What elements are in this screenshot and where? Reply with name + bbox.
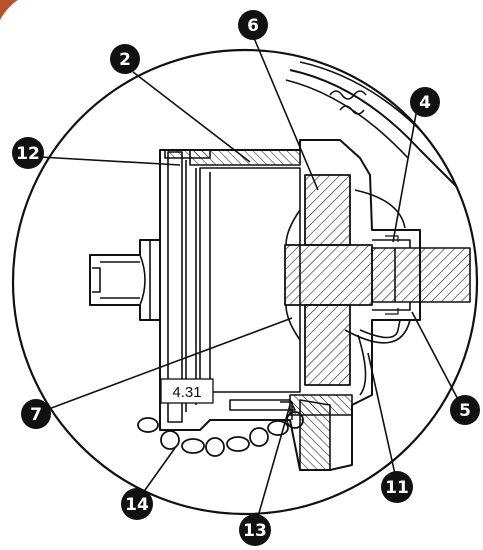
callout-7-label: 7 (30, 405, 42, 425)
callout-13-label: 13 (243, 521, 267, 541)
assembly-drawing (89, 61, 471, 471)
callout-14: 14 (121, 488, 153, 520)
callout-11: 11 (381, 471, 413, 503)
callout-2: 2 (110, 44, 140, 74)
callout-6: 6 (238, 10, 268, 40)
chain (137, 411, 304, 457)
leader-lines (39, 37, 463, 521)
callout-5: 5 (450, 395, 480, 425)
callout-14-label: 14 (125, 495, 149, 515)
callout-11-label: 11 (385, 478, 409, 498)
callout-7: 7 (21, 399, 51, 429)
callout-5-label: 5 (459, 401, 471, 421)
reference-label: 4.31 (160, 378, 214, 404)
callout-13: 13 (239, 514, 271, 546)
callout-2-label: 2 (119, 50, 131, 70)
callout-4-label: 4 (419, 93, 431, 113)
corner-accent (0, 0, 18, 20)
callout-12-label: 12 (16, 144, 40, 164)
detail-circle (11, 48, 479, 516)
callout-12: 12 (12, 137, 44, 169)
callout-4: 4 (410, 87, 440, 117)
callout-6-label: 6 (247, 16, 259, 36)
reference-label-text: 4.31 (172, 384, 201, 401)
